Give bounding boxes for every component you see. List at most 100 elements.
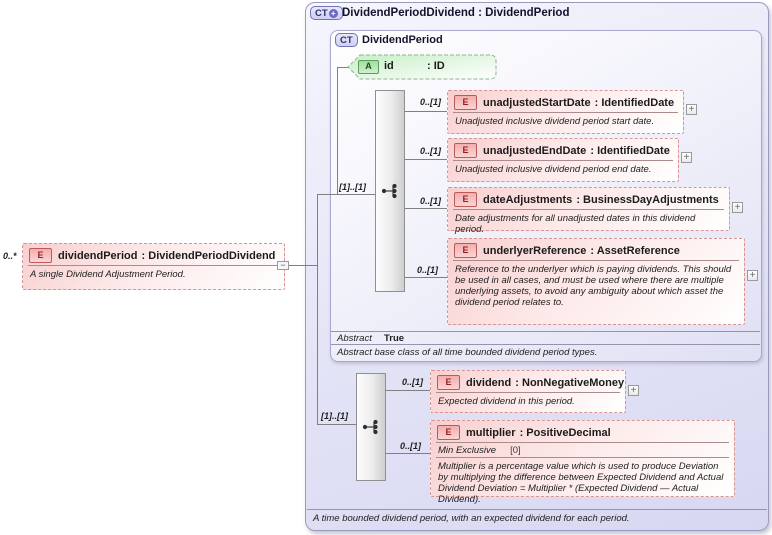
element-annotation: Expected dividend in this period.	[438, 396, 575, 407]
sequence-icon	[381, 183, 397, 199]
cardinality-label: 0..[1]	[420, 97, 442, 107]
element-name: dividend : NonNegativeMoney	[466, 376, 625, 389]
element-type: : DividendPeriodDividend	[141, 249, 276, 262]
connector-line	[337, 67, 348, 68]
cardinality-label: 0..[1]	[420, 196, 442, 206]
base-type-annotation: Abstract base class of all time bounded …	[337, 347, 598, 358]
element-annotation: A single Dividend Adjustment Period.	[30, 269, 186, 280]
connector-line	[405, 208, 447, 209]
cardinality-label: 0..*	[3, 251, 17, 261]
divider	[436, 457, 729, 458]
abstract-value: True	[384, 333, 405, 344]
divider	[331, 344, 760, 345]
element-dividend[interactable]: E dividend : NonNegativeMoney Expected d…	[430, 370, 626, 413]
element-title-row: E unadjustedEndDate : IdentifiedDate	[448, 139, 678, 159]
attribute-badge: A	[358, 60, 379, 74]
element-title-row: E underlyerReference : AssetReference	[448, 239, 744, 259]
element-annotation: Multiplier is a percentage value which i…	[438, 461, 724, 505]
expand-button[interactable]: +	[681, 152, 692, 163]
attribute-id[interactable]: A id: ID	[346, 54, 498, 80]
expand-button[interactable]: +	[747, 270, 758, 281]
cardinality-label: 0..[1]	[402, 377, 424, 387]
badge-label: CT	[315, 7, 328, 19]
connector-line	[289, 265, 317, 266]
expand-button[interactable]: +	[732, 202, 743, 213]
element-badge: E	[454, 95, 477, 110]
element-badge: E	[454, 143, 477, 158]
element-badge: E	[437, 375, 460, 390]
connector-line	[405, 159, 447, 160]
facet-row: Min Exclusive [0]	[431, 443, 734, 456]
element-annotation: Unadjusted inclusive dividend period sta…	[455, 116, 655, 127]
connector-line	[405, 111, 447, 112]
derived-plus-icon: +	[328, 8, 338, 18]
element-type: : NonNegativeMoney	[515, 376, 625, 389]
element-unadjustedEndDate[interactable]: E unadjustedEndDate : IdentifiedDate Una…	[447, 138, 679, 182]
element-type: : IdentifiedDate	[590, 144, 670, 157]
root-type-title: DividendPeriodDividend : DividendPeriod	[342, 7, 570, 19]
divider	[331, 331, 760, 332]
element-title-row: E dividend : NonNegativeMoney	[431, 371, 625, 391]
cardinality-label: 0..[1]	[420, 146, 442, 156]
divider	[436, 392, 620, 393]
connector-line	[405, 277, 447, 278]
element-name: multiplier : PositiveDecimal	[466, 426, 611, 439]
connector-line	[386, 453, 430, 454]
divider	[453, 112, 678, 113]
divider	[307, 509, 767, 510]
element-title-row: E dividendPeriod : DividendPeriodDividen…	[23, 244, 284, 264]
element-title-row: E dateAdjustments : BusinessDayAdjustmen…	[448, 188, 729, 208]
element-unadjustedStartDate[interactable]: E unadjustedStartDate : IdentifiedDate U…	[447, 90, 684, 134]
attribute-tag-shape	[347, 54, 497, 80]
abstract-label: Abstract	[337, 333, 372, 344]
element-annotation: Date adjustments for all unadjusted date…	[455, 213, 696, 235]
collapse-button[interactable]: −	[277, 261, 289, 270]
divider	[453, 209, 724, 210]
root-type-annotation: A time bounded dividend period, with an …	[313, 513, 630, 524]
element-annotation: Unadjusted inclusive dividend period end…	[455, 164, 652, 175]
attribute-name: id: ID	[384, 60, 445, 72]
cardinality-label: [1]..[1]	[339, 182, 366, 192]
complex-type-badge: CT	[335, 33, 358, 47]
element-name: unadjustedStartDate : IdentifiedDate	[483, 96, 675, 109]
element-title-row: E multiplier : PositiveDecimal	[431, 421, 734, 441]
divider	[453, 160, 673, 161]
divider	[453, 260, 739, 261]
element-badge: E	[29, 248, 52, 263]
base-type-title: DividendPeriod	[362, 34, 443, 46]
divider	[28, 265, 279, 266]
connector-line	[317, 194, 375, 195]
expand-button[interactable]: +	[686, 104, 697, 115]
element-dateAdjustments[interactable]: E dateAdjustments : BusinessDayAdjustmen…	[447, 187, 730, 235]
cardinality-label: [1]..[1]	[321, 411, 348, 421]
connector-line	[317, 194, 318, 425]
connector-line	[337, 67, 338, 194]
element-dividendPeriod[interactable]: E dividendPeriod : DividendPeriodDividen…	[22, 243, 285, 290]
divider	[436, 442, 729, 443]
element-badge: E	[437, 425, 460, 440]
attribute-type: : ID	[427, 60, 445, 72]
element-type: : AssetReference	[590, 244, 680, 257]
sequence-compositor-root	[356, 373, 386, 481]
element-title-row: E unadjustedStartDate : IdentifiedDate	[448, 91, 683, 111]
element-badge: E	[454, 243, 477, 258]
connector-line	[386, 390, 430, 391]
element-type: : IdentifiedDate	[594, 96, 675, 109]
element-multiplier[interactable]: E multiplier : PositiveDecimal Min Exclu…	[430, 420, 735, 505]
connector-line	[317, 424, 356, 425]
element-badge: E	[454, 192, 477, 207]
element-name: dateAdjustments : BusinessDayAdjustments	[483, 193, 719, 206]
cardinality-label: 0..[1]	[417, 265, 439, 275]
element-underlyerReference[interactable]: E underlyerReference : AssetReference Re…	[447, 238, 745, 325]
sequence-icon	[362, 419, 378, 435]
complex-type-badge: CT+	[310, 6, 343, 20]
expand-button[interactable]: +	[628, 385, 639, 396]
element-name: dividendPeriod : DividendPeriodDividend	[58, 249, 276, 262]
element-name: underlyerReference : AssetReference	[483, 244, 680, 257]
element-annotation: Reference to the underlyer which is payi…	[455, 264, 732, 308]
element-type: : BusinessDayAdjustments	[576, 193, 719, 206]
element-name: unadjustedEndDate : IdentifiedDate	[483, 144, 670, 157]
facet-label: Min Exclusive	[438, 445, 497, 456]
facet-value: [0]	[510, 445, 521, 456]
